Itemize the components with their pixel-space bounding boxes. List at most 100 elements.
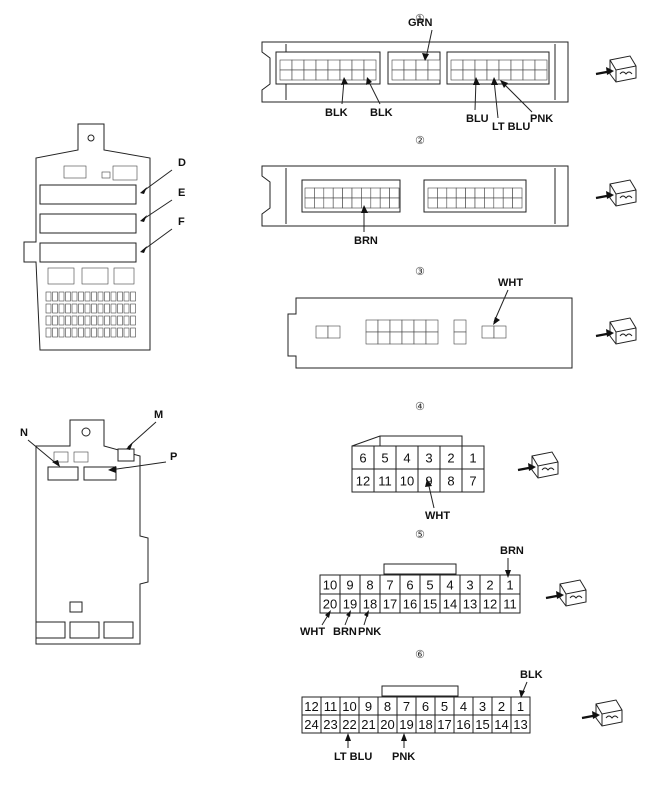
pin-label: 1 <box>517 699 524 714</box>
wire-wht-3: WHT <box>300 626 325 638</box>
pin-label: 18 <box>418 717 432 732</box>
pin-label: 12 <box>304 699 318 714</box>
pin-label: 7 <box>403 699 410 714</box>
pin-label: 20 <box>380 717 394 732</box>
relay-m <box>117 448 135 462</box>
pin-label: 11 <box>378 474 392 489</box>
relay-f <box>39 242 137 263</box>
marker-4: ④ <box>415 400 425 413</box>
fuse-label-f: F <box>178 216 185 228</box>
pin-label: 7 <box>386 578 393 593</box>
pin-label: 11 <box>503 597 517 612</box>
pin-label: 3 <box>425 451 432 466</box>
fuse-label-n: N <box>20 427 28 439</box>
pin-label: 13 <box>463 597 477 612</box>
pin-label: 5 <box>381 451 388 466</box>
connector-3: ③ WHT <box>287 265 573 369</box>
pin-label: 1 <box>506 578 513 593</box>
pin-label: 8 <box>384 699 391 714</box>
marker-1: ① <box>415 12 425 25</box>
pin-label: 17 <box>437 717 451 732</box>
pin-label: 9 <box>346 578 353 593</box>
wire-pnk-2: PNK <box>358 626 381 638</box>
wire-brn-2: BRN <box>500 545 524 557</box>
wire-lt-blu-2: LT BLU <box>334 751 372 763</box>
pin-label: 4 <box>460 699 467 714</box>
connector-2: ② BRN <box>261 134 569 247</box>
wire-pnk-3: PNK <box>392 751 415 763</box>
wire-brn-1: BRN <box>354 235 378 247</box>
pin-label: 1 <box>469 451 476 466</box>
pin-label: 14 <box>494 717 508 732</box>
wire-blk-1: BLK <box>325 107 348 119</box>
marker-3: ③ <box>415 265 425 278</box>
test-probe-icon <box>517 451 559 479</box>
pin-label: 10 <box>342 699 356 714</box>
pin-label: 9 <box>365 699 372 714</box>
test-probe-icon <box>595 55 637 83</box>
pin-label: 16 <box>456 717 470 732</box>
pin-label: 20 <box>323 597 337 612</box>
relay-e <box>39 213 137 234</box>
test-probe-icon <box>595 179 637 207</box>
pin-label: 2 <box>447 451 454 466</box>
pin-label: 24 <box>304 717 318 732</box>
fuse-label-p: P <box>170 451 177 463</box>
pin-label: 18 <box>363 597 377 612</box>
wire-lt-blu-1: LT BLU <box>492 121 530 133</box>
pin-label: 3 <box>479 699 486 714</box>
fuse-box-upper: D E F <box>23 123 186 351</box>
pin-label: 21 <box>361 717 375 732</box>
test-probe-icon <box>595 317 637 345</box>
wire-pnk-1: PNK <box>530 113 553 125</box>
relay-p <box>83 466 117 481</box>
pin-label: 10 <box>323 578 337 593</box>
pin-label: 15 <box>475 717 489 732</box>
pin-label: 17 <box>383 597 397 612</box>
wire-blk-2: BLK <box>370 107 393 119</box>
fuse-label-m: M <box>154 409 163 421</box>
wire-blu: BLU <box>466 113 489 125</box>
pin-label: 10 <box>400 474 414 489</box>
fuse-label-d: D <box>178 157 186 169</box>
pin-label: 23 <box>323 717 337 732</box>
fuse-label-e: E <box>178 187 185 199</box>
relay-d <box>39 184 137 205</box>
connector-1: ① GRN BLK BLK BLU LT BLU PNK <box>261 12 569 133</box>
pin-label: 11 <box>324 699 338 714</box>
pin-label: 4 <box>446 578 453 593</box>
wire-wht-1: WHT <box>498 277 523 289</box>
wire-blk-3: BLK <box>520 669 543 681</box>
wire-brn-3: BRN <box>333 626 357 638</box>
pin-label: 22 <box>342 717 356 732</box>
marker-6: ⑥ <box>415 648 425 661</box>
pin-label: 16 <box>403 597 417 612</box>
marker-5: ⑤ <box>415 528 425 541</box>
pin-label: 5 <box>426 578 433 593</box>
pin-label: 14 <box>443 597 457 612</box>
marker-2: ② <box>415 134 425 147</box>
pin-label: 7 <box>469 474 476 489</box>
wire-grn: GRN <box>408 17 433 29</box>
pin-label: 19 <box>399 717 413 732</box>
pin-label: 6 <box>359 451 366 466</box>
pin-label: 12 <box>483 597 497 612</box>
pin-label: 9 <box>425 474 432 489</box>
fuse-box-lower: M N P <box>20 409 177 645</box>
pin-label: 15 <box>423 597 437 612</box>
pin-label: 13 <box>513 717 527 732</box>
wire-wht-2: WHT <box>425 510 450 522</box>
pin-label: 3 <box>466 578 473 593</box>
pin-label: 8 <box>447 474 454 489</box>
test-probe-icon <box>581 699 623 727</box>
pin-label: 6 <box>422 699 429 714</box>
pin-label: 2 <box>498 699 505 714</box>
pin-label: 6 <box>406 578 413 593</box>
pin-label: 2 <box>486 578 493 593</box>
test-probe-icon <box>545 579 587 607</box>
